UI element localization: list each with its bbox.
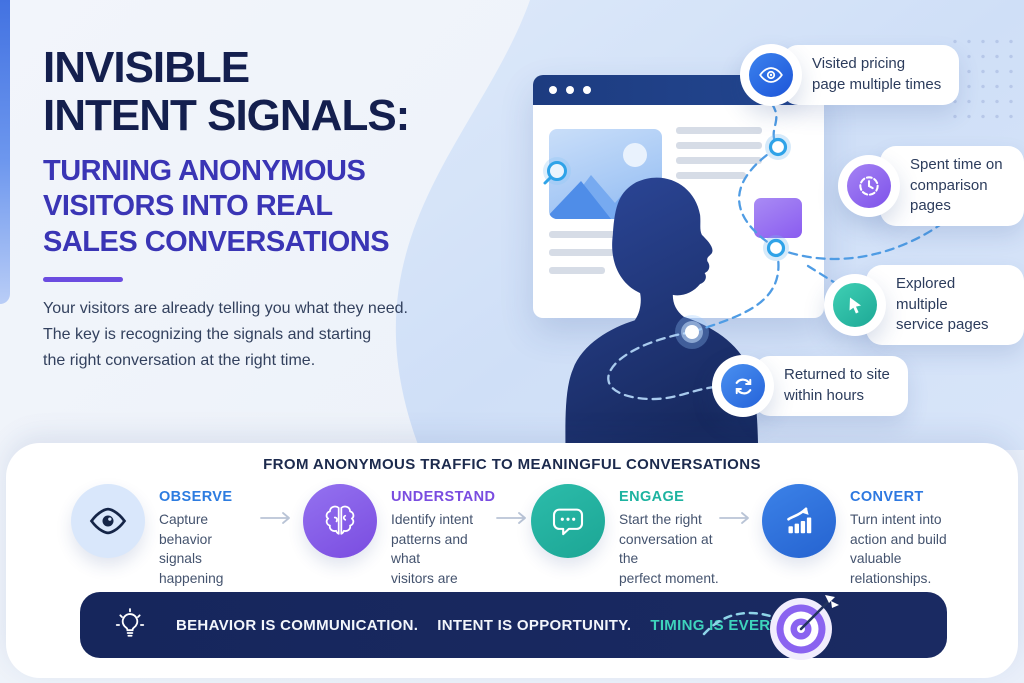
step-description: Start the right conversation at the perf… [619,512,719,586]
signal-badge-returned: Returned to site within hours [712,355,908,417]
text-line [549,249,622,256]
process-heading: FROM ANONYMOUS TRAFFIC TO MEANINGFUL CON… [263,456,761,473]
accent-rule [43,276,123,282]
lightbulb-icon [110,605,150,645]
process-step-observe: OBSERVE Capture behavior signals happeni… [71,484,261,608]
step-label: UNDERSTAND [391,489,496,505]
refresh-icon [721,364,765,408]
process-step-understand: UNDERSTAND Identify intent patterns and … [303,484,496,608]
signal-badge-comparison: Spent time on comparison pages [838,146,1024,227]
eye-icon [71,484,145,558]
arrow-right-icon [260,512,290,524]
text-line [676,142,762,149]
arrow-right-icon [496,512,526,524]
window-dot-icon [549,86,557,94]
step-label: CONVERT [850,489,924,505]
window-dot-icon [583,86,591,94]
process-panel: FROM ANONYMOUS TRAFFIC TO MEANINGFUL CON… [6,443,1018,678]
signal-badge-label: Returned to site within hours [754,356,908,416]
cursor-icon [833,283,877,328]
window-dot-icon [566,86,574,94]
text-line [676,172,746,179]
person-silhouette [565,177,759,464]
process-step-convert: CONVERT Turn intent into action and buil… [762,484,972,588]
hero-section: INVISIBLE INTENT SIGNALS: TURNING ANONYM… [43,43,513,374]
arrow-right-icon [719,512,749,524]
signal-badge-label: Visited pricing page multiple times [782,45,960,105]
dot-grid-decoration [948,34,1022,128]
intro-paragraph: Your visitors are already telling you wh… [43,299,408,369]
footer-tagline-bar: BEHAVIOR IS COMMUNICATION. INTENT IS OPP… [80,592,947,660]
page-subtitle: TURNING ANONYMOUS VISITORS INTO REAL SAL… [43,154,390,258]
tagline-intent: INTENT IS OPPORTUNITY. [437,616,632,634]
text-line [676,157,762,164]
signal-badge-label: Explored multiple service pages [866,265,1024,346]
brain-icon [303,484,377,558]
signal-badge-service-pages: Explored multiple service pages [824,265,1024,346]
clock-icon [847,164,891,209]
text-line [549,267,605,274]
eye-icon [749,53,793,97]
signal-badge-label: Spent time on comparison pages [880,146,1024,227]
step-label: OBSERVE [159,489,233,505]
chat-icon [531,484,605,558]
page-title: INVISIBLE INTENT SIGNALS: [43,43,410,141]
text-line [549,231,622,238]
step-description: Turn intent into action and build valuab… [850,512,947,586]
process-step-engage: ENGAGE Start the right conversation at t… [531,484,721,588]
text-line [676,127,762,134]
tagline-behavior: BEHAVIOR IS COMMUNICATION. [176,616,419,634]
signal-badge-visited-pricing: Visited pricing page multiple times [740,44,960,106]
step-label: ENGAGE [619,489,685,505]
left-accent-strip [0,0,10,304]
chart-growth-icon [762,484,836,558]
image-placeholder [549,129,662,219]
target-icon [770,595,839,660]
